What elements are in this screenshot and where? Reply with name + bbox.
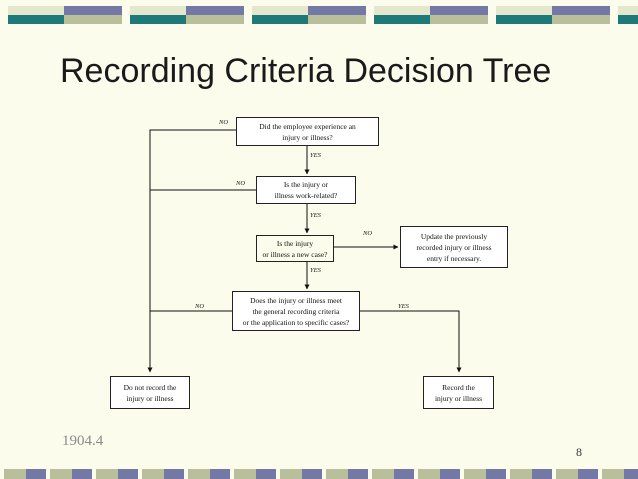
question-new-case: Is the injury or illness a new case? [262,238,328,259]
label-q1-no: NO [219,119,229,126]
stripe-block [302,469,322,479]
stripe-block [118,469,138,479]
stripe-block [188,469,210,479]
stripe-block [234,469,256,479]
stripe-block [142,469,164,479]
stripe-block [348,469,368,479]
question-recording-criteria: Does the injury or illness meet the gene… [232,291,360,331]
stripe-block [210,469,230,479]
label-q2-yes: YES [310,212,321,219]
stripe-block [578,469,598,479]
stripe-block [556,469,578,479]
stripe-block [418,469,440,479]
action-update-entry: Update the previously recorded injury or… [400,226,508,268]
stripe-block [602,469,624,479]
stripe-block [308,6,366,15]
stripe-block [496,15,552,24]
stripe-block [464,469,486,479]
label-q1-yes: YES [310,152,321,159]
regulation-reference: 1904.4 [62,433,104,449]
stripe-block [130,6,186,15]
stripe-block [552,6,610,15]
arrow-q4-yes-to-record [360,310,462,373]
bottom-decorative-stripe [4,469,638,479]
stripe-block [186,15,244,24]
stripe-block [510,469,532,479]
outcome-record: Record the injury or illness [423,376,494,409]
stripe-block [618,6,638,15]
stripe-block [618,15,638,24]
stripe-block [496,6,552,15]
stripe-block [372,469,394,479]
stripe-block [72,469,92,479]
stripe-block [96,469,118,479]
stripe-block [8,15,64,24]
stripe-block [326,469,348,479]
label-q4-yes: YES [398,303,409,310]
stripe-block [252,15,308,24]
stripe-block [430,15,488,24]
stripe-block [440,469,460,479]
stripe-block [186,6,244,15]
label-q3-no: NO [363,230,373,237]
connector-q1-no [149,129,236,372]
stripe-block [4,469,26,479]
slide-title: Recording Criteria Decision Tree [60,52,552,90]
stripe-block [552,15,610,24]
outcome-do-not-record: Do not record the injury or illness [110,376,190,409]
stripe-block [50,469,72,479]
page-number: 8 [576,445,582,459]
stripe-block [130,15,186,24]
stripe-block [64,6,122,15]
stripe-block [256,469,276,479]
stripe-block [430,6,488,15]
label-q4-no: NO [195,303,205,310]
stripe-block [308,15,366,24]
stripe-block [486,469,506,479]
question-employee-injury: Did the employee experience an injury or… [236,117,379,146]
stripe-block [374,15,430,24]
top-decorative-stripe [8,6,638,24]
stripe-block [252,6,308,15]
question-new-case-frame [256,235,334,262]
stripe-block [26,469,46,479]
stripe-block [374,6,430,15]
label-q2-no: NO [236,180,246,187]
stripe-block [624,469,638,479]
stripe-block [280,469,302,479]
stripe-block [64,15,122,24]
label-q3-yes: YES [310,267,321,274]
stripe-block [8,6,64,15]
stripe-block [164,469,184,479]
stripe-block [532,469,552,479]
stripe-block [394,469,414,479]
question-work-related: Is the injury or illness work-related? [256,176,356,204]
